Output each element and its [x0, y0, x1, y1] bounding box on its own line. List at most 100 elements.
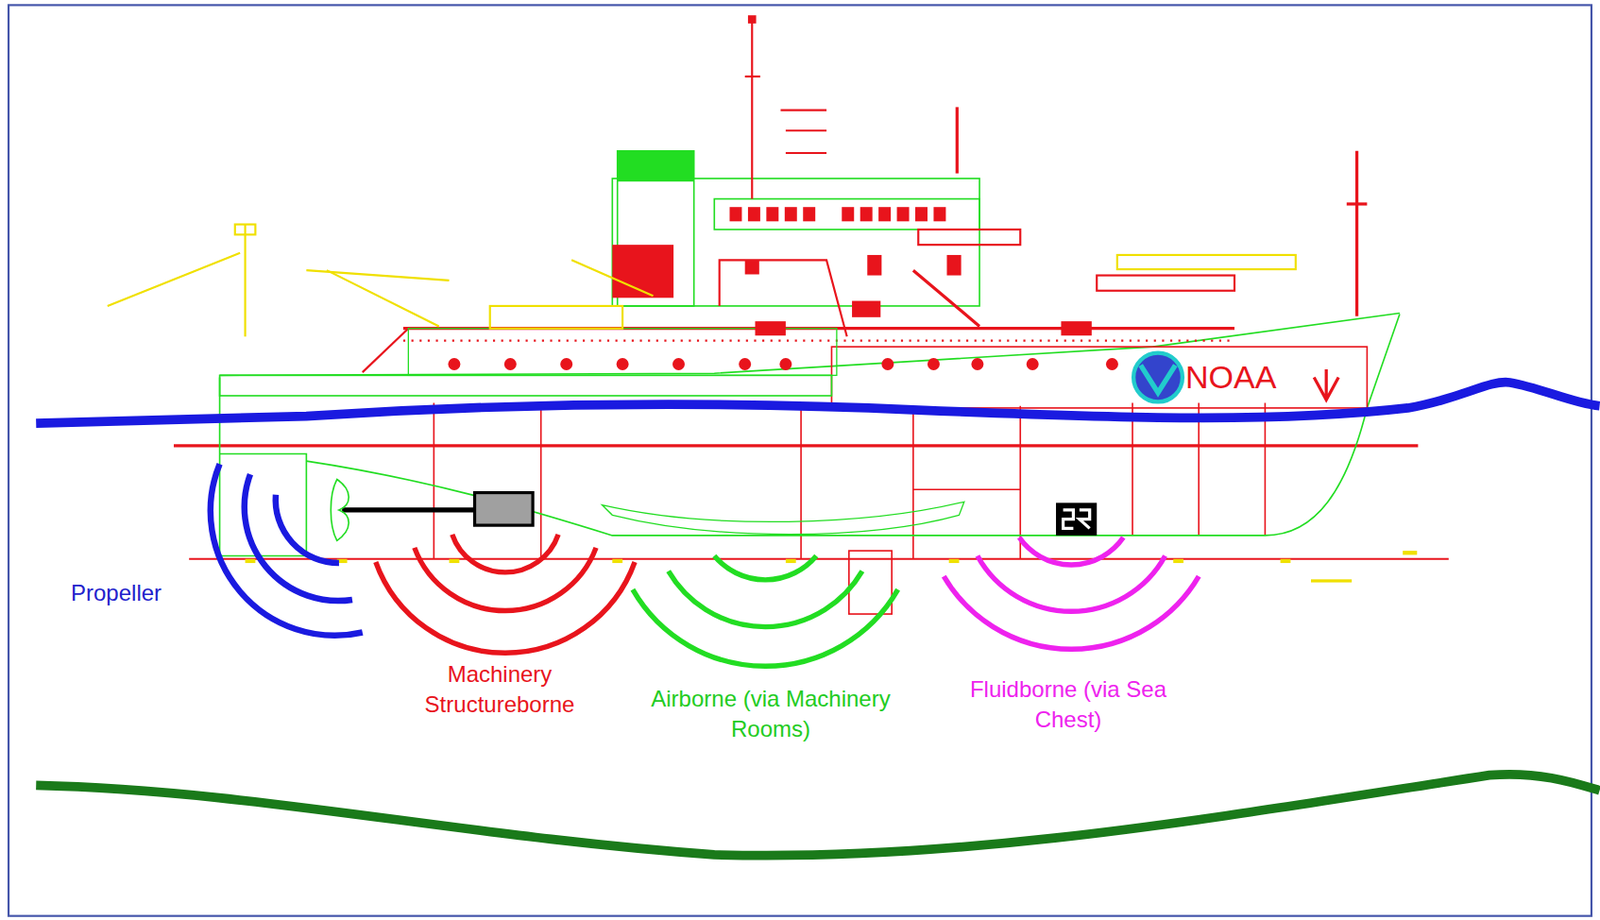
superstructure-part-part: [754, 321, 785, 336]
superstructure-part: [1346, 202, 1368, 205]
hull-part-part: [1131, 403, 1134, 536]
hull-part-part: [560, 357, 573, 371]
hull-part-part: [1402, 550, 1417, 555]
propeller-noise-waves-part: [275, 494, 340, 563]
superstructure-part-part: [860, 206, 873, 222]
propeller-shaft-part: [341, 507, 475, 512]
superstructure-part-part: [748, 206, 761, 222]
sea-chest-sensor-part: [1063, 510, 1090, 528]
superstructure-part: [748, 15, 757, 24]
noaa-emblem-part: [1133, 353, 1183, 403]
hull-part-part: [1310, 578, 1352, 582]
hull-lettering: NOAA: [1185, 356, 1299, 400]
superstructure-part-part: [933, 206, 946, 222]
fluidborne-noise-waves-part: [1019, 537, 1124, 565]
superstructure-part-part: [851, 301, 881, 318]
structureborne-noise-waves-part: [375, 561, 635, 653]
propeller-noise-waves-part: [210, 463, 363, 635]
sea-chest-sensor-part: [1055, 502, 1097, 536]
fluidborne-noise-waves-part: [943, 576, 1199, 649]
propeller-shaft-part: [475, 493, 534, 527]
hull-part: [173, 443, 1418, 447]
superstructure-part: [918, 229, 1021, 245]
hull-part-part: [1026, 357, 1039, 371]
superstructure: [362, 15, 1368, 375]
deck-crane-part: [1117, 255, 1296, 270]
hull-part-part: [433, 403, 436, 560]
propeller-noise-waves: [210, 463, 363, 635]
fluidborne-noise-waves-part: [977, 556, 1166, 613]
hull-part-part: [1280, 559, 1292, 563]
hull: [173, 313, 1449, 615]
structureborne-noise-waves-part: [452, 534, 559, 573]
hull-part-part: [1106, 357, 1119, 371]
deck-crane-part: [107, 253, 240, 307]
superstructure-part: [617, 151, 695, 182]
hull-part-part: [245, 559, 256, 563]
hull-part: [220, 374, 833, 396]
hull-part: [306, 314, 1400, 536]
deck-crane-part: [326, 270, 440, 326]
superstructure-part: [955, 106, 959, 173]
hull-part-part: [1197, 403, 1200, 536]
hull-part-part: [616, 357, 630, 371]
superstructure-part: [913, 270, 980, 326]
waterline: [35, 382, 1600, 425]
hull-part-part: [672, 357, 685, 371]
superstructure-part-part: [897, 206, 910, 222]
hull-part-part: [881, 357, 894, 371]
superstructure-part-part: [729, 206, 742, 222]
superstructure-part: [612, 178, 980, 307]
noaa-emblem-part: [1140, 365, 1176, 393]
airborne-noise-waves: [632, 556, 899, 667]
deck-crane-part: [571, 259, 653, 296]
deck-crane-part: [243, 224, 246, 338]
noise-source-label: Machinery Structureborne: [405, 659, 595, 721]
hull-part: [602, 501, 965, 534]
superstructure-part: [1096, 275, 1235, 291]
superstructure-part-part: [745, 259, 760, 274]
noise-source-label: Fluidborne (via Sea Chest): [940, 674, 1196, 736]
superstructure-part-part: [841, 206, 854, 222]
superstructure-part: [403, 340, 1235, 342]
noise-source-label: Propeller: [68, 578, 201, 609]
sea-chest-sensor: [1055, 502, 1097, 536]
superstructure-part: [750, 17, 753, 199]
superstructure-part: [785, 152, 827, 154]
superstructure-part-part: [915, 206, 928, 222]
noaa-emblem: [1133, 353, 1339, 403]
hull-part-part: [779, 357, 792, 371]
propeller-noise-waves-part: [244, 474, 353, 601]
airborne-noise-waves-part: [632, 589, 899, 666]
hull-part-part: [540, 403, 543, 560]
structureborne-noise-waves-part: [414, 547, 596, 612]
hull-part-part: [1173, 559, 1184, 563]
hull-part-part: [738, 357, 751, 371]
hull-part-part: [949, 559, 960, 563]
superstructure-part: [719, 259, 848, 337]
fluidborne-noise-waves: [943, 537, 1199, 649]
superstructure-part-part: [765, 206, 779, 222]
superstructure-part-part: [946, 255, 961, 276]
superstructure-part: [612, 244, 674, 298]
superstructure-part: [714, 199, 980, 230]
sea-bed: [35, 774, 1600, 856]
superstructure-part-part: [867, 255, 882, 276]
hull-part-part: [970, 357, 984, 371]
hull-part: [188, 558, 1449, 561]
superstructure-part: [745, 75, 761, 78]
structureborne-noise-waves: [375, 534, 635, 653]
propeller-shaft-part: [330, 479, 349, 542]
hull-part-part: [1264, 403, 1267, 536]
superstructure-part: [780, 109, 827, 112]
propeller-shaft: [330, 479, 533, 542]
superstructure-part-part: [802, 206, 816, 222]
superstructure-part: [729, 206, 1091, 336]
superstructure-part-part: [784, 206, 798, 222]
frame: [8, 4, 1592, 916]
hull-part-part: [612, 559, 623, 563]
